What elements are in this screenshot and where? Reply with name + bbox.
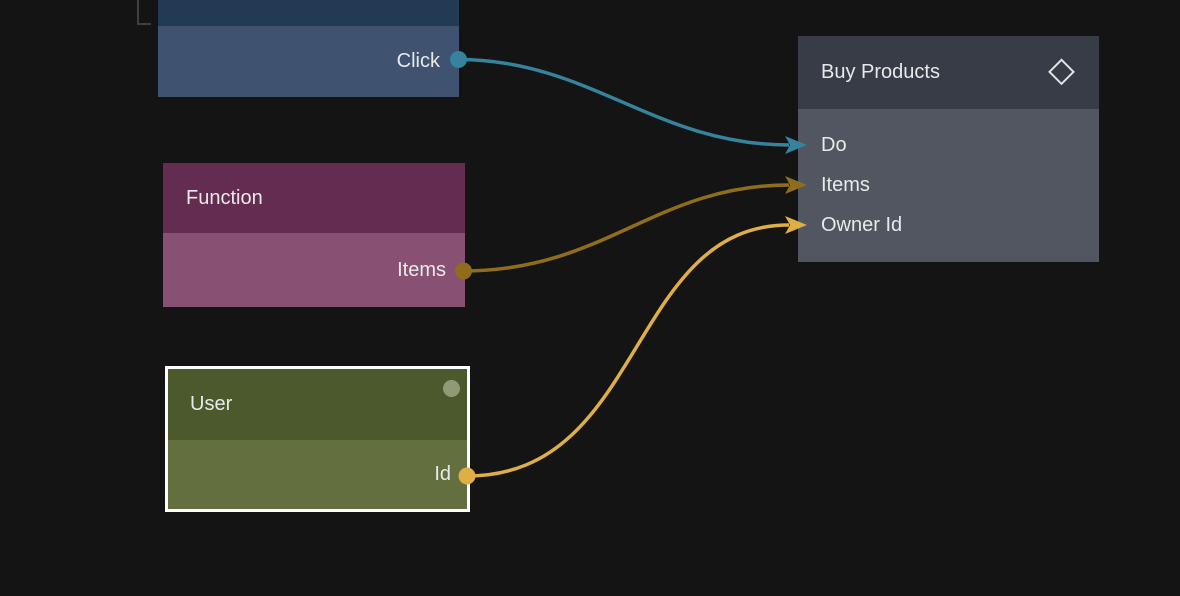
port-id-icon[interactable] (458, 467, 476, 485)
node-trigger[interactable]: Click (158, 0, 459, 97)
selection-marquee-corner (137, 0, 151, 25)
wire-id-to-owner-id[interactable] (466, 223, 790, 478)
port-label-id-out: Id (434, 463, 451, 485)
port-row-click[interactable]: Click (158, 26, 459, 97)
node-user-body: Id (168, 440, 467, 509)
node-function[interactable]: Function Items (163, 163, 465, 307)
node-buy-products-title: Buy Products (821, 61, 940, 83)
port-row-owner-id-in[interactable]: Owner Id (798, 205, 1099, 245)
port-row-items-in[interactable]: Items (798, 165, 1099, 205)
node-user[interactable]: User Id (165, 366, 470, 512)
arrowhead-do-icon (785, 136, 807, 154)
node-buy-products-header: Buy Products (798, 36, 1099, 109)
port-items-icon[interactable] (455, 262, 472, 280)
node-function-body: Items (163, 233, 465, 307)
port-label-do-in: Do (821, 133, 847, 156)
port-row-id-out[interactable]: Id (168, 440, 467, 509)
wire-click-to-do[interactable] (458, 57, 790, 147)
port-label-click: Click (396, 50, 440, 72)
port-label-items-in: Items (821, 173, 870, 196)
status-dot-icon (443, 380, 460, 397)
node-user-title: User (190, 393, 233, 415)
node-buy-products-body: Do Items Owner Id (798, 109, 1099, 262)
node-user-header: User (168, 369, 467, 440)
port-row-do-in[interactable]: Do (798, 125, 1099, 165)
node-function-title: Function (186, 186, 263, 209)
arrowhead-owner-id-icon (785, 216, 807, 234)
wire-items-to-items[interactable] (463, 183, 790, 273)
port-row-items-out[interactable]: Items (163, 233, 465, 307)
port-click-icon[interactable] (450, 51, 467, 68)
node-trigger-header (158, 0, 459, 26)
node-function-header: Function (163, 163, 465, 233)
port-label-items-out: Items (397, 258, 446, 281)
port-label-owner-id-in: Owner Id (821, 213, 903, 236)
node-buy-products[interactable]: Buy Products Do Items Owner Id (798, 36, 1099, 262)
node-trigger-body: Click (158, 26, 459, 97)
arrowhead-items-icon (785, 176, 807, 194)
